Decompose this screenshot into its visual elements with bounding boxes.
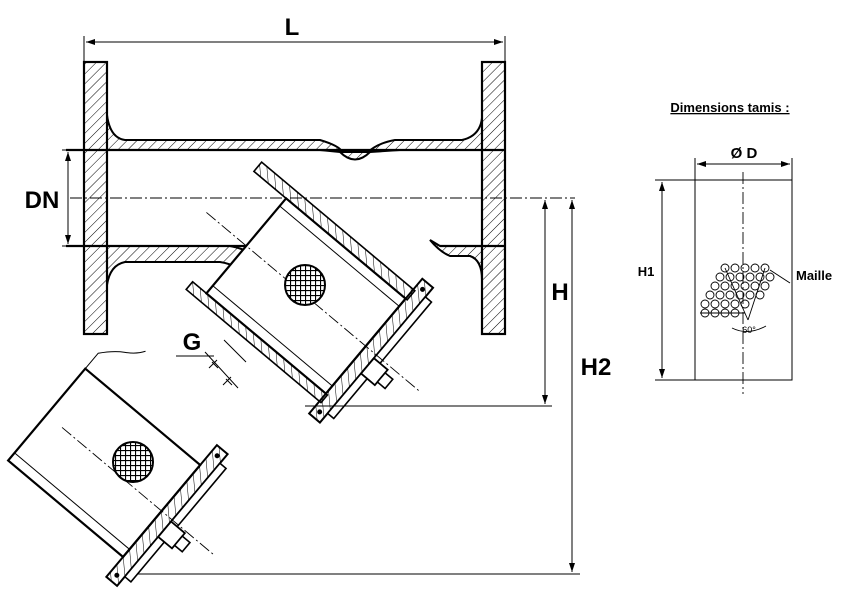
perforation-pattern [700, 263, 775, 332]
removal-detail [6, 350, 230, 588]
screen-diameter-label: Ø D [731, 145, 758, 162]
dimension-height-total [138, 200, 580, 575]
screen-height-label: H1 [638, 264, 655, 279]
drain-leader [176, 339, 247, 389]
mesh-disc [284, 264, 326, 306]
h2-label: H2 [581, 354, 612, 381]
dimension-nominal-diameter [62, 149, 84, 247]
mesh-label: Maille [796, 268, 832, 283]
lower-body-wall-right [429, 239, 483, 281]
h-label: H [551, 279, 568, 306]
screen-outline [694, 179, 793, 381]
dimension-height [305, 200, 552, 407]
mesh-angle-label: 60° [742, 325, 756, 335]
g-label: G [183, 329, 202, 356]
upper-body-wall [106, 114, 483, 161]
strainer-body [66, 60, 575, 424]
dimension-length [83, 36, 506, 62]
dn-label: DN [25, 187, 60, 214]
screen-dimensions-panel: Dimensions tamis : Ø D H1 60° Maille [638, 100, 832, 394]
mesh-disc-detail [112, 441, 154, 483]
length-label: L [285, 14, 300, 41]
screen-panel-title: Dimensions tamis : [670, 100, 789, 115]
